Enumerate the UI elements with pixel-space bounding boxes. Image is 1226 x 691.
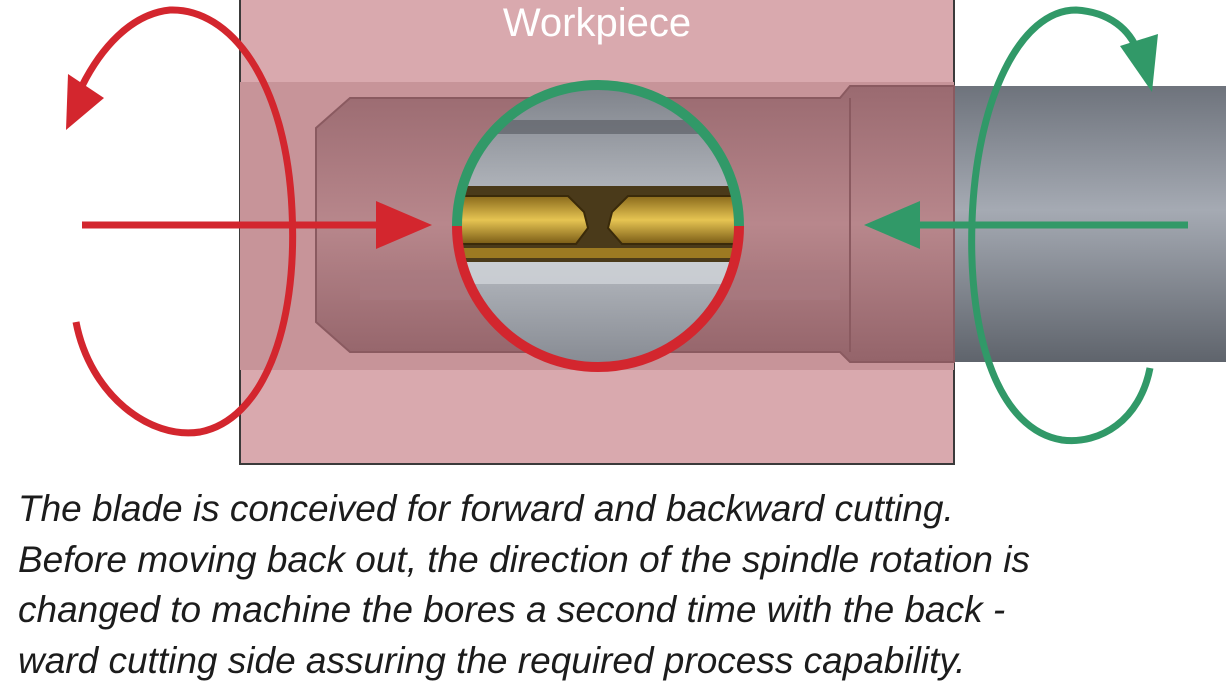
caption-line: Before moving back out, the direction of…	[18, 538, 1030, 580]
detail-circle-bottom	[452, 225, 744, 372]
backward-rotation-arrowhead	[1120, 34, 1158, 92]
detail-circle-top	[452, 80, 744, 227]
caption-line: The blade is conceived for forward and b…	[18, 488, 954, 529]
forward-feed-arrowhead	[376, 201, 432, 249]
blade-detail	[457, 85, 739, 367]
forward-rotation-arrow	[72, 6, 297, 437]
forward-rotation-arrowhead	[66, 74, 104, 130]
workpiece-label: Workpiece	[502, 1, 692, 45]
diagram: Workpiece	[66, 0, 1226, 465]
caption-line: ward cutting side assuring the required …	[18, 639, 966, 681]
backward-feed-arrowhead	[864, 201, 920, 249]
caption-line: changed to machine the bores a second ti…	[18, 589, 1006, 630]
caption: The blade is conceived for forward and b…	[18, 484, 1218, 686]
diagram-svg	[66, 0, 1226, 465]
